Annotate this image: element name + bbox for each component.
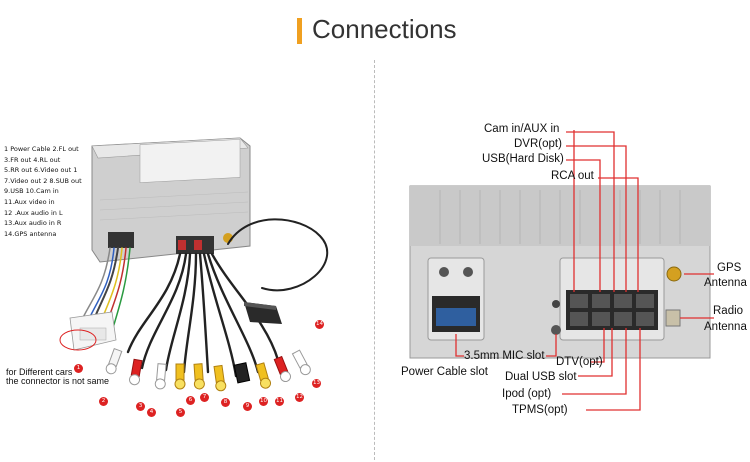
label-cam-in: Cam in/AUX in	[484, 123, 560, 135]
legend-item: 14.GPS antenna	[4, 229, 57, 238]
badge-6: 6	[186, 396, 195, 405]
badge-9: 9	[243, 402, 252, 411]
wire-legend: 1 Power Cable 2.FL out 3.FR out 4.RL out…	[4, 144, 82, 239]
label-radio: Radio	[713, 305, 744, 317]
badge-4: 4	[147, 408, 156, 417]
badge-12: 12	[295, 393, 304, 402]
legend-item: 7.Video out 2 8.SUB out	[4, 176, 82, 185]
badge-14: 14	[315, 320, 324, 329]
label-mic-slot: 3.5mm MIC slot	[464, 350, 545, 362]
label-gps-antenna: Antenna	[704, 277, 747, 289]
badge-10: 10	[259, 397, 268, 406]
iso-connector	[59, 311, 117, 351]
note-line: the connector is not same	[6, 376, 110, 386]
rear-panel-body	[409, 185, 711, 359]
note-line: for Different cars	[6, 367, 73, 377]
legend-item: 9.USB 10.Cam in	[4, 187, 59, 196]
label-dvr: DVR(opt)	[514, 138, 562, 150]
legend-item: 13.Aux audio in R	[4, 219, 62, 228]
label-dual-usb: Dual USB slot	[505, 371, 577, 383]
legend-item: 11.Aux video in	[4, 197, 55, 206]
center-divider	[374, 60, 375, 460]
legend-item: 5.RR out 6.Video out 1	[4, 166, 78, 175]
legend-item: 3.FR out 4.RL out	[4, 155, 61, 164]
page-title: Connections	[312, 14, 457, 44]
badge-11: 11	[275, 397, 284, 406]
badge-13: 13	[312, 379, 321, 388]
badge-8: 8	[221, 398, 230, 407]
legend-item: 1 Power Cable 2.FL out	[4, 145, 79, 153]
legend-item: 12 .Aux audio in L	[4, 208, 63, 217]
head-unit-body	[91, 137, 251, 263]
label-dtv: DTV(opt)	[556, 356, 603, 368]
badge-5: 5	[176, 408, 185, 417]
label-tpms: TPMS(opt)	[512, 404, 568, 416]
title-accent-bar	[297, 18, 302, 44]
label-ipod: Ipod (opt)	[502, 388, 552, 400]
harness-diagram	[59, 137, 329, 392]
label-power-cable-slot: Power Cable slot	[401, 366, 488, 378]
badge-7: 7	[200, 393, 209, 402]
connector-note: for Different cars the connector is not …	[6, 368, 109, 386]
label-usb-hard-disk: USB(Hard Disk)	[482, 153, 564, 165]
badge-3: 3	[136, 402, 145, 411]
label-rca-out: RCA out	[551, 170, 594, 182]
label-gps: GPS	[717, 262, 742, 274]
gps-antenna-puck	[244, 302, 282, 324]
badge-2: 2	[99, 397, 108, 406]
badge-1: 1	[74, 364, 83, 373]
label-radio-antenna: Antenna	[704, 321, 747, 333]
rca-plugs	[105, 347, 311, 392]
